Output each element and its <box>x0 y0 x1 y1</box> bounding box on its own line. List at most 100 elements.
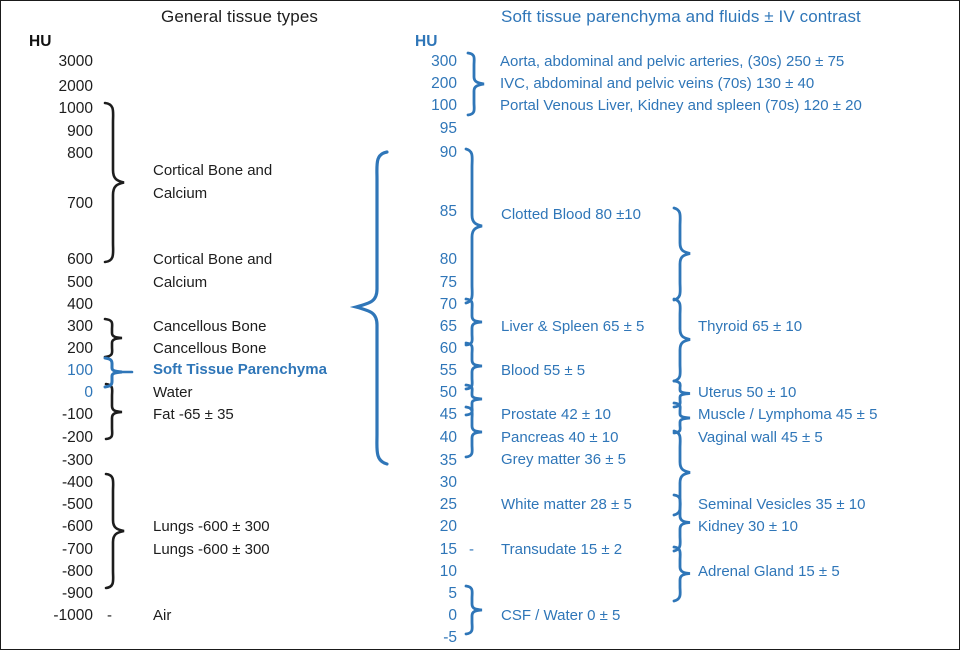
hu2-tick-200: 200 <box>431 75 457 92</box>
hu2-tick-55: 55 <box>439 362 457 379</box>
hu-tick-0: 0 <box>84 384 93 401</box>
label-thyroid: Thyroid 65 ± 10 <box>698 318 803 335</box>
hu-tick-n300: -300 <box>61 452 93 469</box>
hu2-tick-20: 20 <box>439 518 457 535</box>
brace-soft-tissue-parenchyma <box>103 356 134 389</box>
label-prostate: Prostate 42 ± 10 <box>501 406 611 423</box>
brace-cortical-bone-1 <box>103 101 125 264</box>
brace-lungs <box>104 472 125 590</box>
hu2-tick-25: 25 <box>439 496 457 513</box>
hu2-tick-70: 70 <box>439 296 457 313</box>
label-soft-tissue-parenchyma: Soft Tissue Parenchyma <box>153 361 327 378</box>
brace-clotted-blood-range <box>464 147 483 305</box>
label-muscle-lymphoma: Muscle / Lymphoma 45 ± 5 <box>698 406 878 423</box>
brace-adrenal-gland <box>672 545 691 603</box>
dash-air: - <box>107 607 112 624</box>
label-liver-spleen: Liver & Spleen 65 ± 5 <box>501 318 645 335</box>
label-vaginal-wall: Vaginal wall 45 ± 5 <box>698 429 823 446</box>
label-lungs-2: Lungs -600 ± 300 <box>153 541 270 558</box>
hu2-tick-45: 45 <box>439 406 457 423</box>
hu2-tick-5: 5 <box>448 585 457 602</box>
hu-tick-n200: -200 <box>61 429 93 446</box>
hu2-tick-n5: -5 <box>443 629 457 646</box>
hu-tick-200: 200 <box>67 340 93 357</box>
hu-tick-n500: -500 <box>61 496 93 513</box>
label-cortical-bone-1-line1: Cortical Bone and <box>153 162 273 179</box>
hu-tick-1000: 1000 <box>58 100 93 117</box>
brace-seminal-kidney <box>672 493 691 553</box>
hu-tick-300: 300 <box>67 318 93 335</box>
hu2-tick-15: 15 <box>439 541 457 558</box>
hu2-tick-100: 100 <box>431 97 457 114</box>
right-hu-scale: 300 200 100 95 90 85 80 75 70 65 60 55 5… <box>379 1 457 649</box>
brace-iv-contrast <box>466 51 485 117</box>
hu2-tick-300: 300 <box>431 53 457 70</box>
hu2-tick-10: 10 <box>439 563 457 580</box>
brace-fat <box>104 382 123 441</box>
label-cancellous-bone-2: Cancellous Bone <box>153 340 267 357</box>
label-kidney: Kidney 30 ± 10 <box>698 518 798 535</box>
brace-uterus <box>672 379 691 409</box>
label-air: Air <box>153 607 172 624</box>
hu2-tick-90: 90 <box>439 144 457 161</box>
hu-tick-n800: -800 <box>61 563 93 580</box>
hu-tick-700: 700 <box>67 195 93 212</box>
hu2-tick-60: 60 <box>439 340 457 357</box>
hu-tick-400: 400 <box>67 296 93 313</box>
hu2-tick-95: 95 <box>439 120 457 137</box>
brace-soft-tissue-span <box>349 150 389 466</box>
hu-tick-600: 600 <box>67 251 93 268</box>
label-csf-water: CSF / Water 0 ± 5 <box>501 607 621 624</box>
hu2-tick-40: 40 <box>439 429 457 446</box>
label-cortical-bone-2-line2: Calcium <box>153 274 208 291</box>
label-fat: Fat -65 ± 35 <box>153 406 234 423</box>
hu2-tick-50: 50 <box>439 384 457 401</box>
hu2-tick-80: 80 <box>439 251 457 268</box>
label-transudate: Transudate 15 ± 2 <box>501 541 623 558</box>
hu-tick-100: 100 <box>67 362 93 379</box>
label-white-matter: White matter 28 ± 5 <box>501 496 632 513</box>
right-column-title: Soft tissue parenchyma and fluids ± IV c… <box>501 7 861 26</box>
hu-tick-n1000: -1000 <box>53 607 93 624</box>
label-blood: Blood 55 ± 5 <box>501 362 586 379</box>
label-lungs-1: Lungs -600 ± 300 <box>153 518 270 535</box>
dash-transudate: - <box>469 541 474 558</box>
hu-tick-500: 500 <box>67 274 93 291</box>
hu-tick-3000: 3000 <box>58 53 93 70</box>
hu2-tick-0: 0 <box>448 607 457 624</box>
label-seminal-vesicles: Seminal Vesicles 35 ± 10 <box>698 496 866 513</box>
brace-clotted-blood-right <box>672 206 691 302</box>
brace-muscle-lymphoma <box>672 401 691 435</box>
label-uterus: Uterus 50 ± 10 <box>698 384 797 401</box>
brace-cancellous-bone <box>103 317 123 359</box>
hu-tick-2000: 2000 <box>58 78 93 95</box>
right-hu-header: HU <box>415 33 438 50</box>
label-water: Water <box>153 384 193 401</box>
label-clotted-blood: Clotted Blood 80 ±10 <box>501 206 641 223</box>
brace-blood <box>464 341 483 391</box>
label-cancellous-bone-1: Cancellous Bone <box>153 318 267 335</box>
brace-csf-water <box>464 584 483 636</box>
hu2-tick-35: 35 <box>439 452 457 469</box>
label-portal-venous: Portal Venous Liver, Kidney and spleen (… <box>500 97 862 114</box>
hu2-tick-30: 30 <box>439 474 457 491</box>
label-cortical-bone-1-line2: Calcium <box>153 185 208 202</box>
left-hu-scale: 3000 2000 1000 900 800 700 600 500 400 3… <box>15 1 93 649</box>
brace-thyroid <box>672 297 691 383</box>
hu-tick-800: 800 <box>67 145 93 162</box>
label-adrenal-gland: Adrenal Gland 15 ± 5 <box>698 563 840 580</box>
label-pancreas: Pancreas 40 ± 10 <box>501 429 619 446</box>
hu-tick-n900: -900 <box>61 585 93 602</box>
hu-tick-n700: -700 <box>61 541 93 558</box>
hu-tick-900: 900 <box>67 123 93 140</box>
hu2-tick-85: 85 <box>439 203 457 220</box>
left-hu-header: HU <box>29 33 52 50</box>
hu2-tick-75: 75 <box>439 274 457 291</box>
brace-liver-spleen <box>464 297 483 347</box>
label-aorta: Aorta, abdominal and pelvic arteries, (3… <box>500 53 845 70</box>
hu-tick-n600: -600 <box>61 518 93 535</box>
brace-pancreas-grey-matter <box>464 405 483 459</box>
label-grey-matter: Grey matter 36 ± 5 <box>501 451 626 468</box>
label-cortical-bone-2-line1: Cortical Bone and <box>153 251 273 268</box>
